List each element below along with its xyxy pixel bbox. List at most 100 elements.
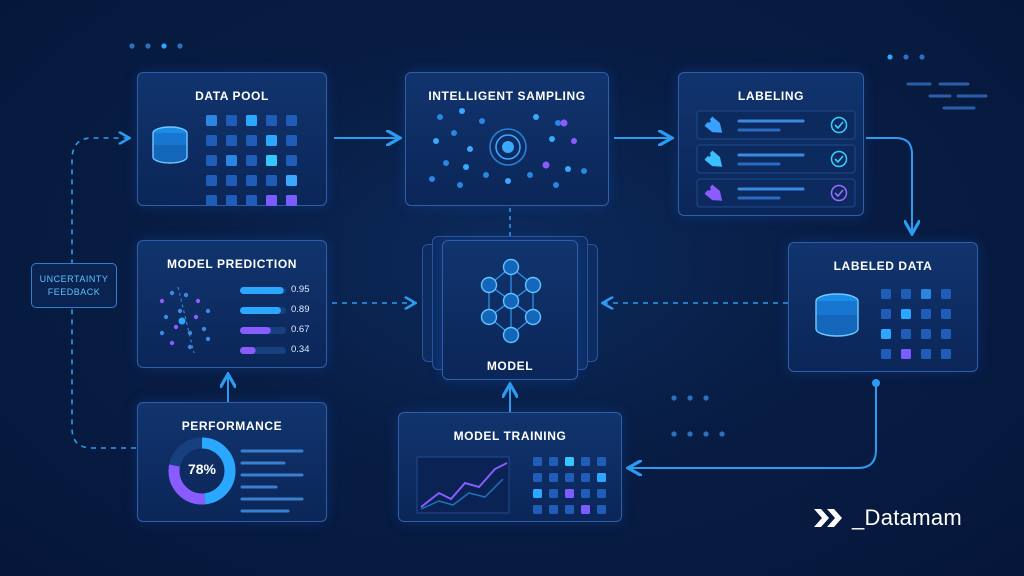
- grid-cell: [921, 349, 931, 359]
- scatter-point: [173, 324, 179, 330]
- grid-cell: [533, 457, 542, 466]
- nn-node: [524, 308, 542, 326]
- sample-dot: [451, 130, 457, 136]
- grid-cell: [549, 505, 558, 514]
- sample-dot: [443, 160, 449, 166]
- nn-node: [502, 326, 520, 344]
- target-icon: [489, 128, 527, 166]
- grid-cell: [597, 473, 606, 482]
- grid-cell: [246, 115, 257, 126]
- sample-dot: [553, 182, 559, 188]
- brand-logo: _Datamam: [812, 505, 962, 531]
- card-model-prediction: MODEL PREDICTION 0.95 0.89 0.67 0.34: [137, 240, 327, 368]
- grid-cell: [286, 135, 297, 146]
- grid-cell: [901, 329, 911, 339]
- check-mark: [834, 155, 844, 164]
- scatter-point: [195, 298, 201, 304]
- grid-cell: [565, 505, 574, 514]
- nn-node: [502, 258, 520, 276]
- text-lines: [240, 449, 304, 513]
- scatter-point: [169, 340, 175, 346]
- uncertainty-feedback-label: UNCERTAINTY FEEDBACK: [31, 263, 117, 308]
- card-model: MODEL: [442, 240, 578, 380]
- data-grid: [881, 289, 951, 359]
- grid-cell: [597, 505, 606, 514]
- sample-dot: [533, 114, 539, 120]
- grid-cell: [565, 457, 574, 466]
- scatter-point: [187, 330, 193, 336]
- grid-cell: [581, 505, 590, 514]
- scatter-point: [205, 308, 211, 314]
- arrow-labeling-to-labeled: [866, 137, 912, 232]
- feedback-line-2: FEEDBACK: [47, 286, 101, 297]
- grid-cell: [266, 195, 277, 206]
- grid-cell: [286, 155, 297, 166]
- card-intelligent-sampling: INTELLIGENT SAMPLING: [405, 72, 609, 206]
- grid-cell: [246, 135, 257, 146]
- label-row: [696, 178, 856, 208]
- card-title: DATA POOL: [195, 89, 269, 103]
- grid-cell: [921, 289, 931, 299]
- scatter-point: [169, 290, 175, 296]
- sample-dot: [565, 166, 571, 172]
- decor-lines-top-right: [906, 82, 988, 110]
- grid-cell: [901, 289, 911, 299]
- score-label: 0.34: [291, 344, 310, 355]
- grid-cell: [266, 175, 277, 186]
- sample-dot: [467, 146, 473, 152]
- card-performance: PERFORMANCE 78%: [137, 402, 327, 522]
- labeling-graphic: [696, 110, 856, 208]
- score-label: 0.67: [291, 324, 310, 335]
- check-icon: [830, 116, 848, 134]
- grid-cell: [941, 349, 951, 359]
- tag-hole: [707, 187, 711, 191]
- sample-dot: [549, 136, 555, 142]
- prediction-bars: [240, 287, 286, 354]
- score-bar-fill: [240, 307, 281, 314]
- grid-cell: [921, 309, 931, 319]
- score-bar-fill: [240, 327, 271, 334]
- grid-cell: [881, 309, 891, 319]
- card-labeling: LABELING: [678, 72, 864, 216]
- nn-node: [524, 276, 542, 294]
- sample-dot: [555, 120, 561, 126]
- grid-cell: [549, 473, 558, 482]
- sample-dot: [429, 176, 435, 182]
- grid-cell: [226, 195, 237, 206]
- decor-dots-top-left: [129, 43, 183, 49]
- training-graphic: [416, 456, 606, 514]
- tag-hole: [707, 119, 711, 123]
- grid-cell: [206, 135, 217, 146]
- grid-cell: [597, 457, 606, 466]
- data-grid: [206, 115, 297, 206]
- grid-cell: [549, 489, 558, 498]
- feedback-line-1: UNCERTAINTY: [39, 273, 109, 284]
- database-icon: [152, 126, 188, 164]
- grid-cell: [206, 155, 217, 166]
- grid-cell: [565, 489, 574, 498]
- check-icon: [830, 150, 848, 168]
- sample-dot: [433, 138, 439, 144]
- scatter-point: [177, 308, 183, 314]
- sample-dot: [437, 114, 443, 120]
- scatter-point: [193, 314, 199, 320]
- grid-cell: [581, 457, 590, 466]
- performance-graphic: [168, 437, 304, 513]
- card-labeled-data: LABELED DATA: [788, 242, 978, 372]
- scatter-point: [178, 317, 186, 325]
- grid-cell: [286, 115, 297, 126]
- score-label: 0.95: [291, 284, 310, 295]
- scatter-point: [163, 314, 169, 320]
- grid-cell: [226, 115, 237, 126]
- sample-dot: [542, 161, 550, 169]
- card-title: MODEL PREDICTION: [166, 257, 298, 271]
- brand-chevrons-icon: [814, 509, 842, 527]
- tag-hole: [707, 153, 711, 157]
- score-label: 0.89: [291, 304, 310, 315]
- score-bar-fill: [240, 287, 284, 294]
- line-chart-icon: [416, 456, 510, 514]
- sample-dot: [560, 119, 568, 127]
- labeled-dot: [872, 379, 880, 387]
- check-icon: [830, 184, 848, 202]
- sample-dot: [581, 168, 587, 174]
